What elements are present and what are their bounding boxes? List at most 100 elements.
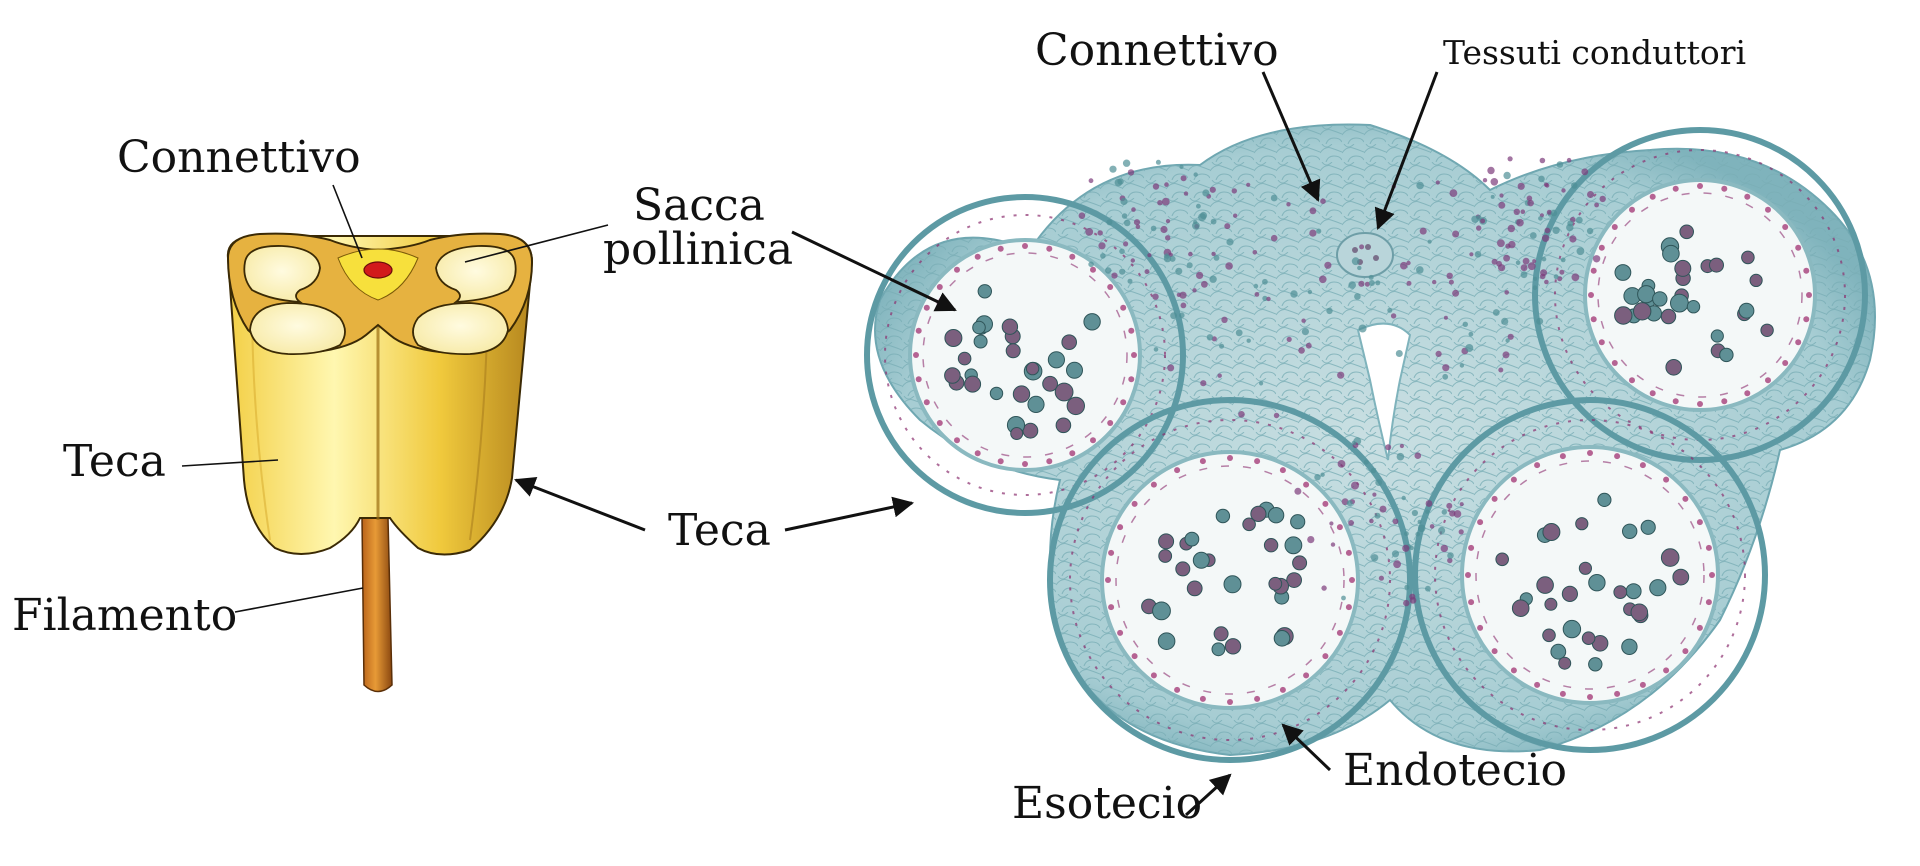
- tapetum-cell: [1069, 253, 1076, 260]
- stained-cell: [1374, 512, 1381, 519]
- stained-cell: [1539, 273, 1546, 280]
- stained-cell: [1346, 500, 1353, 507]
- pollen-grain: [1738, 302, 1755, 319]
- stained-cell: [1459, 502, 1464, 507]
- leader-sacca: [464, 224, 609, 263]
- stained-cell: [1449, 189, 1458, 198]
- tapetum-cell: [1046, 245, 1053, 252]
- stained-cell: [1219, 343, 1225, 349]
- stained-cell: [1252, 250, 1258, 255]
- stained-cell: [1402, 544, 1410, 552]
- stained-cell: [1429, 524, 1435, 529]
- stained-cell: [1393, 560, 1401, 569]
- tapetum-cell: [1254, 695, 1261, 702]
- pollen-grain: [1066, 361, 1083, 379]
- pollen-grain: [1709, 257, 1724, 273]
- stained-cell: [1406, 280, 1412, 286]
- pollen-grain: [1749, 273, 1763, 287]
- stained-cell: [1395, 350, 1403, 357]
- stained-cell: [1122, 159, 1131, 167]
- pollen-grain: [1042, 375, 1058, 392]
- stained-cell: [1400, 261, 1408, 270]
- pollen-grain: [1184, 531, 1200, 547]
- tapetum-cell: [1336, 629, 1343, 636]
- stained-cell: [1541, 256, 1547, 262]
- stained-cell: [1169, 255, 1176, 262]
- stained-cell: [1561, 188, 1566, 193]
- stained-cell: [1520, 271, 1528, 279]
- stained-cell: [1135, 224, 1141, 229]
- tapetum-cell: [1663, 476, 1670, 483]
- stained-cell: [1446, 272, 1453, 279]
- stained-cell: [1497, 239, 1505, 248]
- stained-cell: [1415, 531, 1420, 537]
- stained-cell: [1266, 296, 1271, 302]
- stained-cell: [1490, 194, 1495, 199]
- stained-cell: [1213, 255, 1220, 261]
- stained-cell: [1387, 307, 1393, 313]
- vascular-tissue: [1336, 232, 1394, 278]
- stained-cell: [1359, 244, 1365, 250]
- pollen-grain: [1719, 347, 1734, 363]
- pollen-grain: [1012, 385, 1031, 403]
- tapetum-cell: [1468, 544, 1475, 551]
- stained-cell: [1233, 213, 1238, 218]
- stained-cell: [1404, 531, 1409, 537]
- stained-cell: [1200, 380, 1207, 387]
- stained-cell: [1351, 257, 1360, 266]
- stained-cell: [1532, 285, 1538, 291]
- stained-cell: [1515, 260, 1521, 266]
- stained-cell: [1088, 178, 1094, 184]
- stained-cell: [1504, 290, 1509, 295]
- stained-cell: [1575, 216, 1583, 224]
- pollen-grain: [1061, 334, 1077, 351]
- pollen-grain: [1010, 427, 1024, 440]
- stained-cell: [1409, 597, 1417, 604]
- tapetum-cell: [1795, 244, 1802, 251]
- stained-cell: [1507, 224, 1516, 233]
- tapetum-cell: [1107, 284, 1114, 290]
- tapetum-cell: [1107, 420, 1114, 426]
- tapetum-cell: [1322, 500, 1329, 507]
- pollen-grain: [1186, 580, 1203, 597]
- tapetum-cell: [1697, 183, 1703, 189]
- stained-cell: [1246, 182, 1251, 187]
- tapetum-cell: [974, 450, 981, 457]
- stained-cell: [1193, 220, 1198, 225]
- tapetum-cell: [1639, 462, 1646, 469]
- tapetum-cell: [1120, 304, 1127, 311]
- tapetum-cell: [1744, 193, 1751, 200]
- stained-cell: [1111, 272, 1118, 279]
- stained-cell: [1348, 520, 1354, 526]
- pollen-grain: [1292, 555, 1308, 571]
- tapetum-cell: [1174, 686, 1181, 693]
- arrow-endotecio: [1281, 723, 1332, 772]
- leader-filamento: [234, 587, 364, 613]
- tapetum-cell: [1598, 339, 1605, 346]
- pollen-grain: [1192, 551, 1210, 569]
- central-cavity: [1356, 322, 1412, 461]
- stained-cell: [1262, 295, 1268, 301]
- tapetum-cell: [1477, 624, 1484, 631]
- stained-cell: [1358, 324, 1367, 333]
- stained-cell: [1438, 526, 1446, 535]
- stained-cell: [1409, 545, 1414, 551]
- stained-cell: [1176, 292, 1181, 297]
- pollen-grains: [913, 183, 1812, 705]
- tapetum-cell: [1744, 390, 1751, 397]
- tapetum-cell: [1611, 224, 1618, 230]
- stained-cell: [1432, 279, 1437, 285]
- leader-connettivo-left: [332, 184, 363, 259]
- arrow-tessuti: [1374, 71, 1439, 230]
- tapetum-cell: [1491, 648, 1498, 655]
- stained-cell: [1224, 223, 1231, 230]
- stained-cell: [1179, 291, 1187, 299]
- stained-cell: [1165, 235, 1171, 241]
- tapetum-cell: [997, 245, 1004, 252]
- tapetum-cell: [1090, 437, 1096, 444]
- leader-teca-left: [181, 459, 279, 467]
- arrow-teca-right: [784, 496, 915, 532]
- stained-cell: [1370, 554, 1379, 562]
- tapetum-cell: [1199, 695, 1206, 702]
- stained-cell: [1401, 495, 1406, 501]
